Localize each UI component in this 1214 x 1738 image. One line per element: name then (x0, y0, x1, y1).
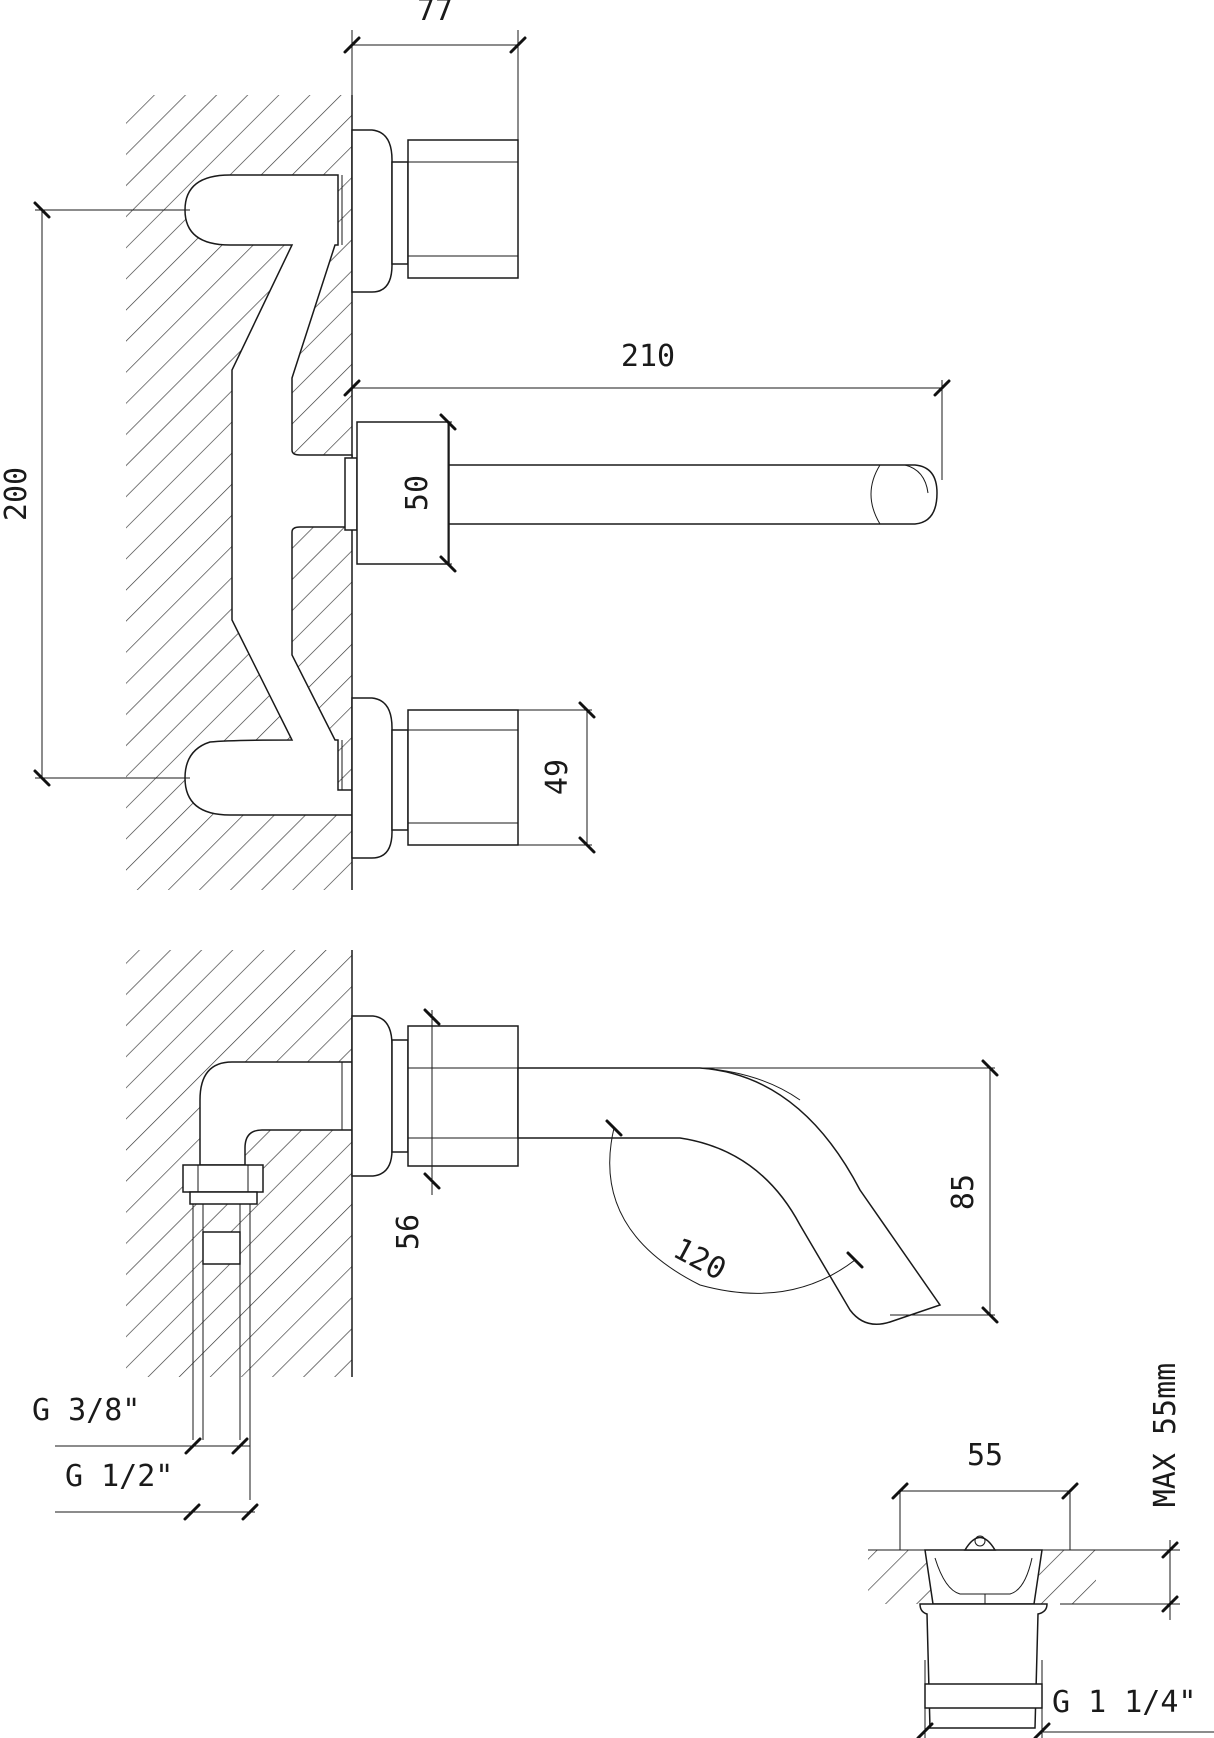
dim-handle-diameter: 49 (518, 701, 596, 854)
dim-top-depth-label: 77 (417, 0, 453, 28)
spout-side (517, 1067, 942, 1325)
dim-spout-section-label: 50 (400, 475, 435, 511)
dim-handle-diameter-label: 49 (540, 759, 575, 795)
dim-spout-section: 50 (357, 413, 457, 573)
dim-rosette-label: 56 (391, 1214, 426, 1250)
spout-housing (341, 1015, 519, 1177)
dim-rosette: 56 (391, 1008, 441, 1250)
dim-drain-max-label: MAX 55mm (1148, 1363, 1183, 1508)
thread-small-label: G 3/8" (32, 1393, 140, 1428)
drain-view: 55 MAX 55mm G 1 1/4" (868, 1363, 1214, 1738)
dim-drain-thread-label: G 1 1/4" (1052, 1685, 1197, 1720)
inlet-fitting (182, 1164, 264, 1500)
dim-drain-width-label: 55 (967, 1438, 1003, 1473)
upper-handle (341, 129, 519, 293)
dim-spout-drop-label: 85 (946, 1174, 981, 1210)
dim-threads: G 3/8" G 1/2" (32, 1393, 259, 1521)
thread-main-label: G 1/2" (65, 1459, 173, 1494)
lower-handle (341, 697, 519, 859)
top-view: 77 210 200 50 (0, 0, 951, 890)
dim-center-distance-label: 200 (0, 467, 34, 521)
dim-top-depth: 77 (343, 0, 527, 140)
dim-spout-reach-label: 210 (621, 339, 675, 374)
dim-center-distance: 200 (0, 201, 190, 787)
side-view: 56 85 120 G 3/8" G 1/2" (32, 950, 999, 1521)
dim-spout-angle-label: 120 (667, 1231, 731, 1287)
dim-drain-width: 55 (891, 1438, 1079, 1550)
dim-drain-thread: G 1 1/4" (916, 1660, 1214, 1738)
dim-drain-max: MAX 55mm (1060, 1363, 1183, 1620)
dim-spout-drop: 85 (700, 1059, 999, 1324)
drain-body (919, 1603, 1048, 1729)
dim-spout-reach: 210 (343, 339, 951, 480)
